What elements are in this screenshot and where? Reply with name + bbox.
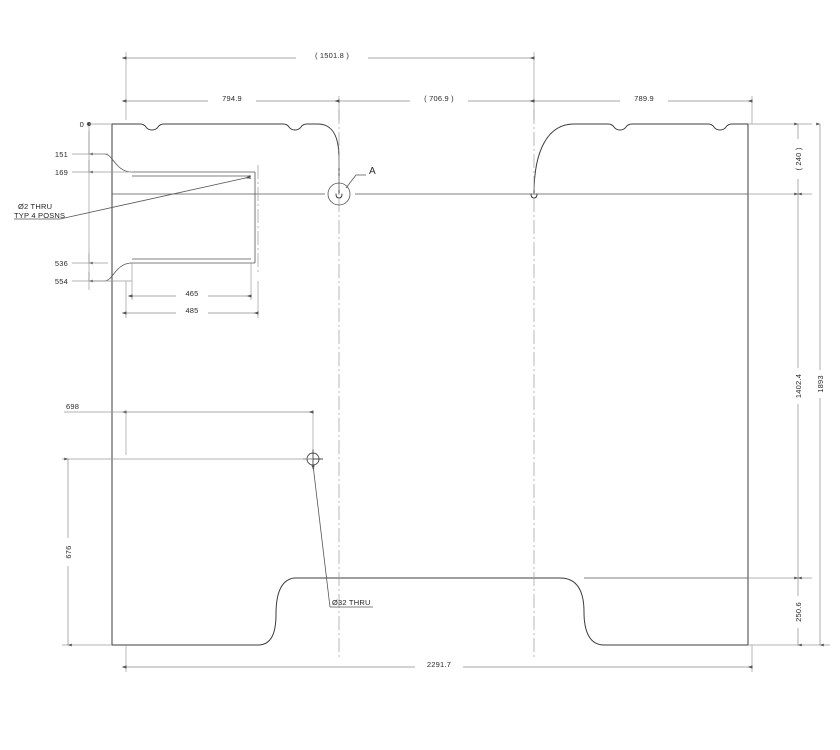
small-hole-leader	[14, 175, 251, 220]
dim-text-bg-1893	[813, 370, 825, 398]
dim-text-bg-465	[176, 288, 208, 299]
dim-overall-top-ref-label: ( 1501.8 )	[315, 51, 349, 60]
detail-a-leader	[345, 174, 366, 189]
dim-554-label: 554	[55, 277, 68, 286]
dim-text-bg-706	[410, 93, 468, 104]
small-hole-note-group: Ø2 THRU TYP 4 POSNS	[14, 175, 251, 220]
detail-a-label: A	[369, 166, 376, 177]
dim-mid-height-label: 1402.4	[794, 374, 803, 398]
dim-text-bg-2291	[415, 659, 463, 670]
dim-top-right-segment-label: 789.9	[634, 94, 654, 103]
left-vertical-dimension-stack: 0 151 169 536 554	[55, 120, 132, 290]
dim-overall-bottom-width-label: 2291.7	[427, 660, 451, 669]
detail-callout-a-group: A	[327, 166, 376, 206]
part-top-right-edge	[533, 123, 749, 195]
dim-hole-y-offset-label: 676	[64, 545, 73, 558]
cutout-top-step	[92, 153, 255, 173]
dim-cutout-inner-width-label: 465	[185, 289, 198, 298]
part-top-left-edge	[111, 123, 340, 191]
dim-cutout-outer-width-label: 485	[185, 306, 198, 315]
large-hole-note-label: Ø32 THRU	[332, 598, 371, 607]
cutout-width-dimensions: 465 485	[121, 263, 259, 318]
top-dimensions-group: ( 1501.8 ) 794.9 ( 706.9 ) 789.9	[121, 50, 753, 124]
dim-datum-zero-label: 0	[80, 120, 84, 129]
large-hole-leader	[311, 464, 331, 608]
dim-top-step-ref-label: ( 240 )	[794, 147, 803, 170]
small-hole-note-line1: Ø2 THRU	[18, 202, 52, 211]
part-outline-group	[92, 123, 749, 646]
dim-151-label: 151	[55, 150, 68, 159]
dim-text-bg-485	[176, 305, 208, 316]
dim-top-mid-segment-label: ( 706.9 )	[424, 94, 454, 103]
dim-top-left-segment-label: 794.9	[222, 94, 242, 103]
large-hole-group: Ø32 THRU 698 676	[61, 402, 373, 647]
dim-text-bg-676	[61, 538, 73, 566]
dim-text-bg-240	[791, 139, 803, 179]
dim-hole-x-offset-label: 698	[66, 402, 79, 411]
dim-text-bg-1402	[791, 368, 803, 404]
detail-a-circle	[327, 182, 351, 206]
bottom-overall-dimension: 2291.7	[121, 645, 753, 672]
center-lines-group	[257, 110, 535, 660]
dim-169-label: 169	[55, 168, 68, 177]
small-hole-note-line2: TYP 4 POSNS	[14, 211, 65, 220]
dim-bottom-step-label: 250.6	[794, 602, 803, 622]
right-vertical-dimensions: ( 240 ) 1402.4 250.6 1893	[748, 122, 830, 647]
dim-536-label: 536	[55, 259, 68, 268]
part-bottom-left-profile	[111, 577, 533, 646]
dim-text-bg-794	[208, 93, 256, 104]
part-bottom-right-profile	[531, 577, 749, 646]
dim-text-bg-1501	[296, 50, 368, 61]
cutout-bottom-step	[92, 262, 255, 282]
dim-overall-height-label: 1893	[816, 375, 825, 393]
dim-text-bg-250	[791, 596, 803, 628]
dim-text-bg-789	[620, 93, 668, 104]
